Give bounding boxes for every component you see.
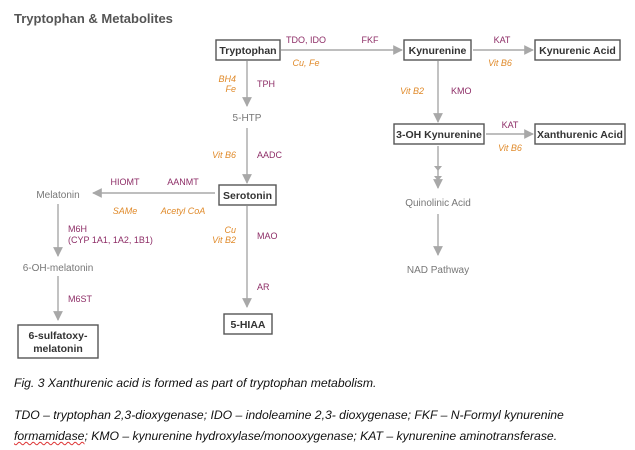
cofactor-fe: Fe [225, 84, 236, 94]
label-xanthurenic-acid: Xanthurenic Acid [537, 129, 623, 141]
pathway-arrows [53, 45, 534, 321]
enzyme-aadc: AADC [257, 150, 283, 160]
box-kynurenine: Kynurenine [403, 39, 472, 61]
cofactor-vitb6-1: Vit B6 [488, 58, 512, 68]
label-serotonin: Serotonin [223, 190, 272, 202]
cofactor-vitb2-1: Vit B2 [400, 86, 424, 96]
cofactor-labels: Cu, Fe Vit B6 Vit B2 Vit B6 BH4 Fe Vit B… [113, 58, 522, 245]
enzyme-mao: MAO [257, 231, 278, 241]
cofactor-bh4: BH4 [218, 74, 236, 84]
cofactor-vitb6-3: Vit B6 [212, 150, 236, 160]
enzyme-kmo: KMO [451, 86, 472, 96]
enzyme-aanmt: AANMT [167, 177, 199, 187]
cofactor-acetyl-coa: Acetyl CoA [160, 206, 206, 216]
figure-caption: Fig. 3 Xanthurenic acid is formed as par… [14, 376, 377, 390]
enzyme-labels: TDO, IDO FKF KAT KMO KAT TPH AADC MAO AR… [68, 35, 519, 304]
label-tryptophan: Tryptophan [219, 45, 276, 57]
abbr-part-1: TDO – tryptophan 2,3-dioxygenase; IDO – … [14, 408, 564, 422]
label-kynurenine: Kynurenine [409, 45, 467, 57]
cofactor-cu-fe: Cu, Fe [292, 58, 319, 68]
box-xanthurenic-acid: Xanthurenic Acid [534, 123, 626, 145]
box-3oh-kynurenine: 3-OH Kynurenine [393, 123, 485, 145]
abbr-part-3: ; KMO – kynurenine hydroxylase/monooxyge… [84, 429, 558, 443]
label-kynurenic-acid: Kynurenic Acid [539, 45, 616, 57]
box-kynurenic-acid: Kynurenic Acid [534, 39, 621, 61]
cofactor-vitb2-2: Vit B2 [212, 235, 236, 245]
compound-6oh-melatonin: 6-OH-melatonin [23, 263, 94, 274]
cofactor-cu: Cu [224, 225, 236, 235]
label-5hiaa: 5-HIAA [230, 319, 265, 331]
box-tryptophan: Tryptophan [215, 39, 281, 61]
enzyme-tdo-ido: TDO, IDO [286, 35, 326, 45]
cofactor-vitb6-2: Vit B6 [498, 143, 522, 153]
enzyme-tph: TPH [257, 79, 275, 89]
dashed-step-marks [434, 166, 442, 181]
enzyme-cyp: (CYP 1A1, 1A2, 1B1) [68, 235, 153, 245]
cofactor-same: SAMe [113, 206, 138, 216]
diagram-title: Tryptophan & Metabolites [14, 11, 173, 26]
box-serotonin: Serotonin [218, 184, 277, 206]
compound-melatonin: Melatonin [36, 190, 79, 201]
enzyme-kat-2: KAT [502, 120, 519, 130]
abbr-formamidase: formamidase [14, 429, 85, 443]
enzyme-fkf: FKF [362, 35, 380, 45]
label-sulfatoxy-line1: 6-sulfatoxy- [29, 330, 88, 342]
enzyme-kat-1: KAT [494, 35, 511, 45]
pathway-diagram: Tryptophan & Metabolites Tryptophan Kynu… [14, 11, 626, 359]
label-3oh-kynurenine: 3-OH Kynurenine [396, 129, 482, 141]
abbreviation-legend: TDO – tryptophan 2,3-dioxygenase; IDO – … [14, 405, 624, 447]
box-5hiaa: 5-HIAA [223, 313, 273, 335]
box-6-sulfatoxy-melatonin: 6-sulfatoxy- melatonin [17, 324, 99, 359]
enzyme-ar: AR [257, 282, 270, 292]
compound-quinolinic-acid: Quinolinic Acid [405, 198, 471, 209]
label-sulfatoxy-line2: melatonin [33, 343, 83, 355]
enzyme-m6h: M6H [68, 224, 87, 234]
enzyme-m6st: M6ST [68, 294, 93, 304]
enzyme-hiomt: HIOMT [111, 177, 140, 187]
compound-nad-pathway: NAD Pathway [407, 265, 469, 276]
compound-5htp: 5-HTP [233, 113, 262, 124]
